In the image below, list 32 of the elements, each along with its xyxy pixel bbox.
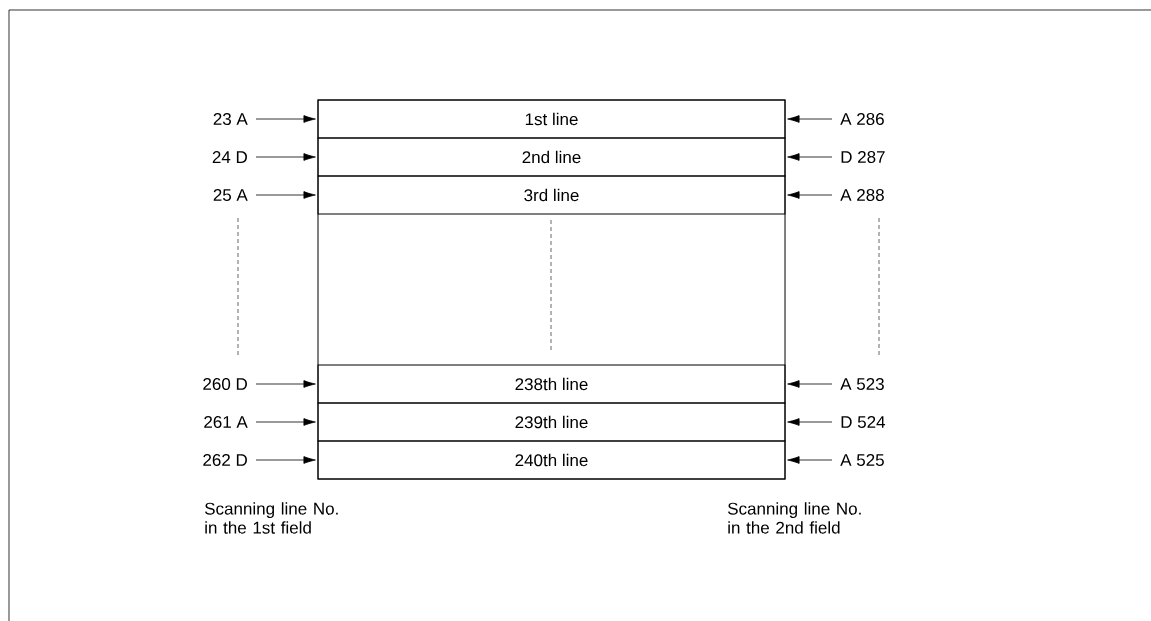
caption: Scanning line No. in the 2nd field [728,502,861,534]
arrow [255,115,316,123]
arrow [255,191,316,199]
scan-line-row: 238th line [317,364,786,404]
line-number: A 525 [840,454,884,467]
line-number: A 286 [840,113,884,126]
arrow [787,380,833,388]
arrow [787,456,833,464]
arrow [255,380,316,388]
scan-line-row: 3rd line [317,175,786,215]
caption: Scanning line No. in the 1st field [204,502,338,534]
scan-line-row: 240th line [317,440,786,480]
line-number: 23 A [213,113,248,126]
scan-line-row: 2nd line [317,137,786,177]
line-number: 260 D [203,378,247,391]
line-number: 261 A [204,416,248,429]
line-number: D 524 [841,416,886,429]
line-number: 24 D [212,151,247,163]
arrow [255,153,316,161]
line-number: A 288 [840,189,884,202]
arrow [787,115,833,123]
line-number: A 523 [840,378,884,391]
arrow [787,191,833,199]
arrow [787,418,833,426]
scan-line-row: 239th line [317,402,786,442]
line-number: D 287 [841,151,885,164]
arrow [787,153,833,161]
arrow [255,456,316,464]
line-number: 25 A [213,189,248,202]
arrow [255,418,316,426]
line-number: 262 D [203,454,247,467]
scan-line-row: 1st line [317,99,786,139]
